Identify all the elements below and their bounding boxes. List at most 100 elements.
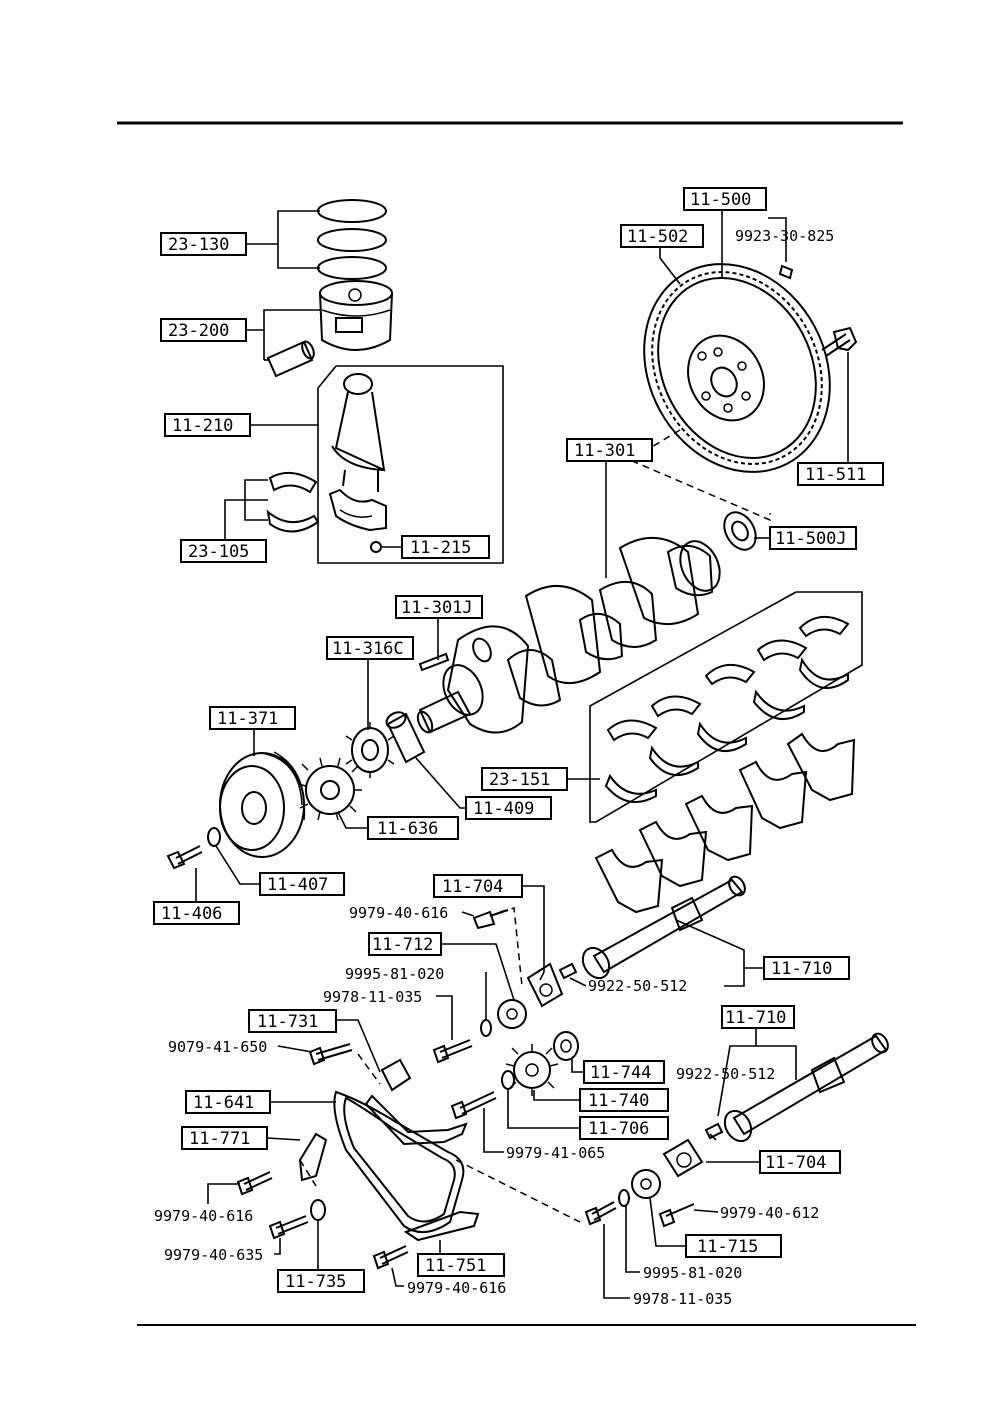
label-text: 11-735 [285, 1272, 346, 1292]
connecting-rod [331, 373, 386, 492]
label-text: 11-636 [377, 819, 438, 839]
washer-706 [501, 1070, 515, 1090]
partno-9979-40-616-a: 9979-40-616 [349, 904, 448, 922]
label-11-771: 11-771 [181, 1126, 268, 1150]
label-text: 11-710 [771, 959, 832, 979]
washer-lower [618, 1189, 630, 1207]
label-text: 23-105 [188, 542, 249, 562]
drive-sprocket [297, 757, 362, 821]
bolt-9978-11-035b [584, 1201, 617, 1226]
timing-chain [333, 1090, 465, 1233]
label-text: 11-744 [590, 1063, 651, 1083]
label-11-710-lower: 11-710 [721, 1005, 795, 1029]
label-11-704-upper: 11-704 [433, 874, 523, 898]
label-11-641: 11-641 [185, 1090, 271, 1114]
label-11-735: 11-735 [277, 1269, 365, 1293]
label-11-712: 11-712 [368, 932, 442, 956]
pulley-washer [207, 827, 221, 847]
bolt-9979-40-612 [658, 1203, 695, 1228]
piston-pin [266, 340, 315, 378]
pilot-bearing [723, 511, 757, 551]
label-11-731: 11-731 [248, 1009, 337, 1033]
label-23-200: 23-200 [160, 318, 247, 342]
conrod-nut [370, 541, 382, 553]
label-text: 11-316C [332, 639, 404, 659]
label-text: 11-500J [775, 529, 847, 549]
label-11-500J: 11-500J [769, 526, 857, 550]
drive-dash-3 [357, 1053, 381, 1085]
partno-9922-50-512-a: 9922-50-512 [588, 977, 687, 995]
label-11-371: 11-371 [209, 706, 296, 730]
main-bearing-shells [604, 616, 850, 804]
chain-guide [364, 1094, 468, 1146]
crank-key [418, 652, 450, 672]
balance-shaft-upper [558, 875, 746, 980]
label-text: 23-151 [489, 770, 550, 790]
conrod-bearing-upper [268, 471, 318, 494]
label-text: 11-704 [442, 877, 503, 897]
washer-upper [480, 1019, 492, 1037]
label-11-301J: 11-301J [395, 595, 483, 619]
label-text: 11-301J [401, 598, 473, 618]
bolt-9979-41-065 [450, 1091, 497, 1120]
crankshaft [416, 536, 721, 734]
flywheel [643, 263, 831, 473]
label-11-215: 11-215 [401, 535, 490, 559]
balance-shaft-lower [704, 1032, 889, 1143]
label-11-706: 11-706 [579, 1116, 669, 1140]
label-text: 11-706 [588, 1119, 649, 1139]
label-text: 11-731 [257, 1012, 318, 1032]
bolt-9979-40-635 [268, 1215, 309, 1240]
label-11-710-upper: 11-710 [763, 956, 850, 980]
label-text: 11-210 [172, 416, 233, 436]
flywheel-crank-dash [628, 429, 771, 522]
conrod-group-frame [317, 365, 504, 564]
partno-9979-40-616-c: 9979-40-616 [407, 1279, 506, 1297]
partno-9923-30-825: 9923-30-825 [735, 227, 834, 245]
label-text: 11-641 [193, 1093, 254, 1113]
sprocket-740 [505, 1044, 559, 1096]
label-text: 11-710 [725, 1008, 786, 1028]
label-text: 11-751 [425, 1256, 486, 1276]
partno-9079-41-650: 9079-41-650 [168, 1038, 267, 1056]
label-11-406: 11-406 [153, 901, 240, 925]
crank-spacer [385, 711, 426, 764]
partno-9978-11-035-a: 9978-11-035 [323, 988, 422, 1006]
partno-9979-40-612: 9979-40-612 [720, 1204, 819, 1222]
bolt-upper-1 [472, 909, 509, 930]
label-11-751: 11-751 [417, 1253, 505, 1277]
chain-tensioner-bolt [308, 1043, 353, 1066]
chain-guide-751 [403, 1210, 480, 1242]
label-23-105: 23-105 [180, 539, 267, 563]
balance-housing-upper [526, 962, 564, 1008]
label-11-704-lower: 11-704 [759, 1150, 841, 1174]
oil-pump-sprocket-lower [631, 1169, 661, 1199]
spacer-735 [310, 1199, 326, 1221]
piston [319, 280, 393, 351]
tensioner-731 [380, 1058, 412, 1092]
dowel-pin [778, 264, 794, 280]
label-23-151: 23-151 [481, 767, 568, 791]
label-text: 11-771 [189, 1129, 250, 1149]
label-11-715: 11-715 [685, 1234, 782, 1258]
label-11-740: 11-740 [579, 1088, 669, 1112]
label-text: 11-740 [588, 1091, 649, 1111]
label-11-301: 11-301 [566, 438, 653, 462]
drive-dash-4 [299, 1159, 317, 1187]
label-text: 11-407 [267, 875, 328, 895]
label-text: 11-704 [765, 1153, 826, 1173]
crank-pulley [219, 751, 306, 858]
main-bearings-frame [589, 591, 863, 823]
partno-9995-81-020-b: 9995-81-020 [643, 1264, 742, 1282]
pulley-bolt [166, 845, 203, 870]
partno-9979-41-065: 9979-41-065 [506, 1144, 605, 1162]
label-text: 11-712 [372, 935, 433, 955]
conrod-bearing-lower [266, 509, 320, 533]
label-text: 11-215 [410, 538, 471, 558]
label-text: 23-130 [168, 235, 229, 255]
label-11-500: 11-500 [683, 187, 767, 211]
label-text: 11-502 [627, 227, 688, 247]
label-11-210: 11-210 [164, 413, 251, 437]
label-23-130: 23-130 [160, 232, 247, 256]
oil-pump-sprocket-upper [497, 999, 527, 1029]
